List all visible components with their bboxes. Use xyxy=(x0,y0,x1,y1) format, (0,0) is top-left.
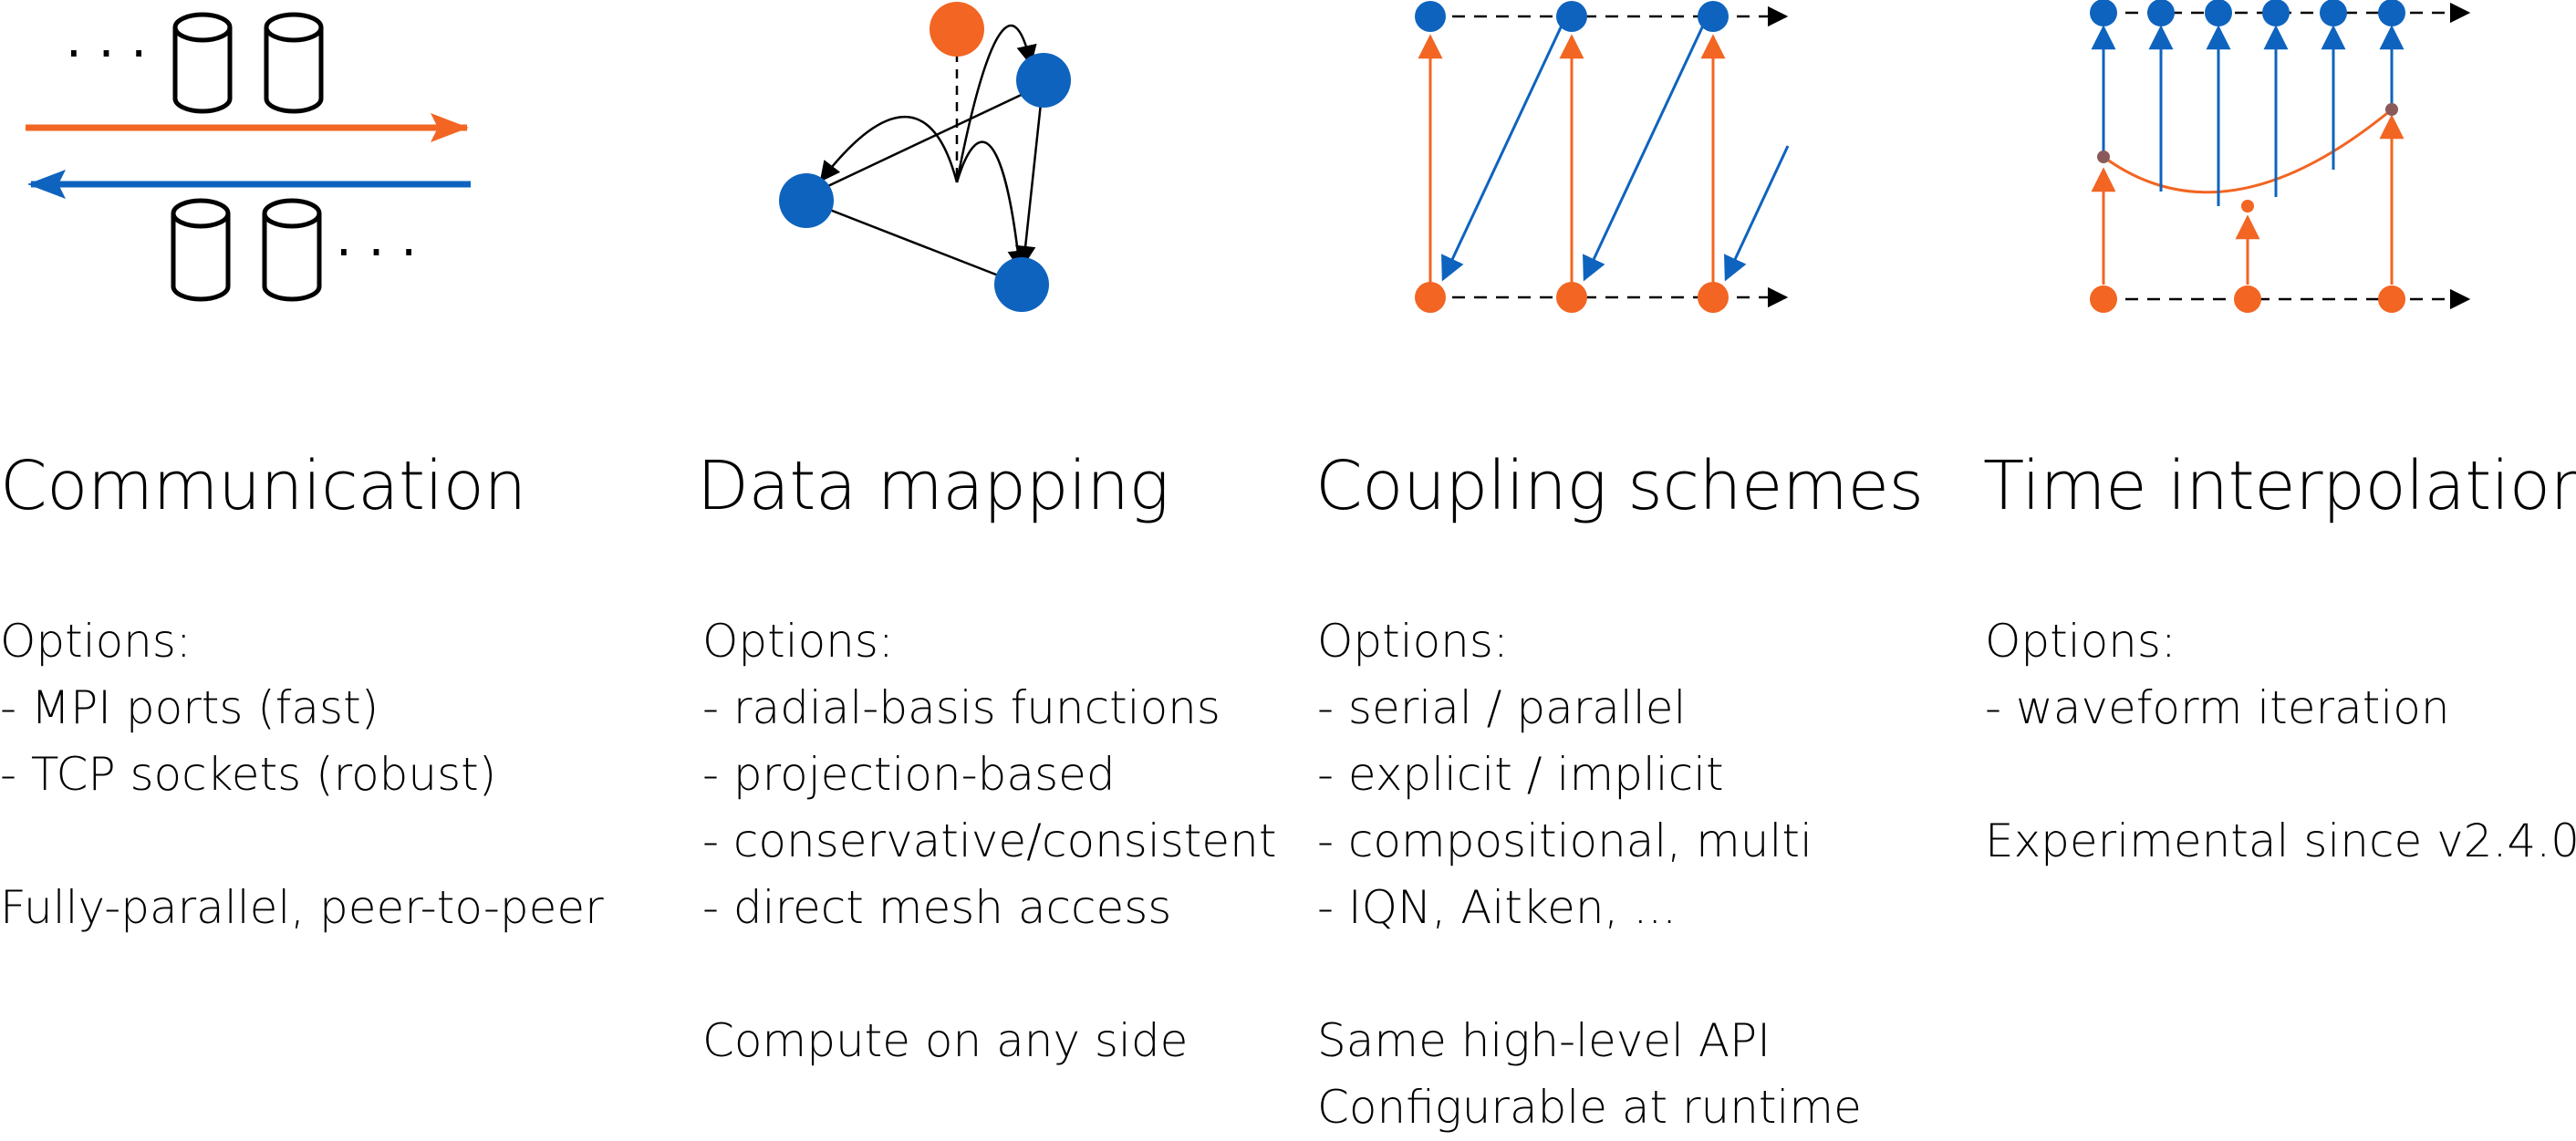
spacer xyxy=(0,808,604,875)
coupling-schemes-diagram xyxy=(1415,1,1790,313)
mapping-edge xyxy=(815,89,1030,193)
option-line: - serial / parallel xyxy=(1317,681,1687,734)
timestep-node-orange xyxy=(1415,282,1446,313)
timestep-node-blue xyxy=(2090,0,2117,26)
communication-ellipsis-bottom: · · · xyxy=(336,223,417,283)
option-line: Options: xyxy=(1317,615,1509,668)
option-line: - explicit / implicit xyxy=(1317,748,1724,801)
option-line: - projection-based xyxy=(702,748,1116,801)
options-list: Options: - serial / parallel - explicit … xyxy=(1317,608,1862,1141)
timestep-node-blue xyxy=(1698,1,1729,32)
timestep-node-blue xyxy=(1556,1,1587,32)
spacer xyxy=(1317,941,1862,1008)
receive-arrowhead xyxy=(27,170,66,199)
timestep-node-blue xyxy=(2205,0,2232,26)
options-list: Options: - radial-basis functions - proj… xyxy=(702,608,1276,1074)
section-title: Communication xyxy=(0,447,526,525)
option-line: - IQN, Aitken, ... xyxy=(1317,881,1678,934)
mapping-arrow xyxy=(955,140,1028,272)
sample-point xyxy=(2241,200,2254,213)
mesh-edge xyxy=(805,199,1023,286)
option-line: - direct mesh access xyxy=(702,881,1172,934)
option-line: Options: xyxy=(0,615,192,668)
section-title: Data mapping xyxy=(697,447,1169,525)
timestep-node-blue xyxy=(2147,0,2175,26)
send-arrowhead xyxy=(431,113,469,142)
timestep-node-orange xyxy=(1556,282,1587,313)
option-line: - compositional, multi xyxy=(1317,814,1813,867)
timestep-node-orange xyxy=(2234,285,2261,313)
sample-point xyxy=(2385,103,2398,116)
timestep-node-blue xyxy=(2262,0,2290,26)
note-line: Experimental since v2.4.0 xyxy=(1985,814,2576,867)
sample-point xyxy=(2097,150,2110,163)
time-interpolation-diagram xyxy=(2090,0,2471,313)
note-line: Same high-level API xyxy=(1317,1014,1771,1067)
timestep-node-orange xyxy=(2378,285,2405,313)
coupling-arrow-blue xyxy=(1724,145,1790,282)
coupling-arrow-blue xyxy=(1583,25,1705,282)
option-line: Options: xyxy=(1985,615,2176,668)
database-icon xyxy=(172,12,233,114)
spacer xyxy=(1985,742,2576,808)
option-line: - waveform iteration xyxy=(1985,681,2450,734)
database-icon xyxy=(262,198,322,302)
communication-ellipsis-top: · · · xyxy=(66,25,147,84)
feature-diagrams: · · · · · · xyxy=(26,0,2471,313)
data-mapping-diagram xyxy=(779,2,1071,312)
target-node xyxy=(1016,53,1071,108)
timestep-node-blue xyxy=(2378,0,2405,26)
source-node xyxy=(930,2,984,57)
target-node xyxy=(779,173,834,228)
option-line: - conservative/consistent xyxy=(702,814,1277,867)
timestep-node-orange xyxy=(2090,285,2117,313)
timestep-node-blue xyxy=(1415,1,1446,32)
note-line: Compute on any side xyxy=(702,1014,1189,1067)
communication-diagram: · · · · · · xyxy=(26,12,471,302)
mapping-arrow xyxy=(819,115,959,183)
spacer xyxy=(702,941,1276,1008)
timestep-node-blue xyxy=(2320,0,2347,26)
section-title: Time interpolation xyxy=(1983,447,2576,525)
database-icon xyxy=(264,12,324,114)
note-line: Fully-parallel, peer-to-peer xyxy=(0,881,604,934)
timestep-node-orange xyxy=(1698,282,1729,313)
note-line: Configurable at runtime xyxy=(1317,1081,1862,1134)
mapping-arrow xyxy=(1014,94,1044,267)
option-line: Options: xyxy=(702,615,894,668)
options-list: Options: - MPI ports (fast) - TCP socket… xyxy=(0,608,604,941)
coupling-arrow-blue xyxy=(1441,25,1563,282)
options-list: Options: - waveform iteration Experiment… xyxy=(1985,608,2576,875)
waveform-curve xyxy=(2103,108,2393,194)
option-line: - MPI ports (fast) xyxy=(0,681,379,734)
mapping-arrow xyxy=(955,24,1037,183)
option-line: - TCP sockets (robust) xyxy=(0,748,497,801)
database-icon xyxy=(171,198,231,302)
section-title: Coupling schemes xyxy=(1315,447,1924,525)
option-line: - radial-basis functions xyxy=(702,681,1220,734)
target-node xyxy=(994,257,1049,312)
